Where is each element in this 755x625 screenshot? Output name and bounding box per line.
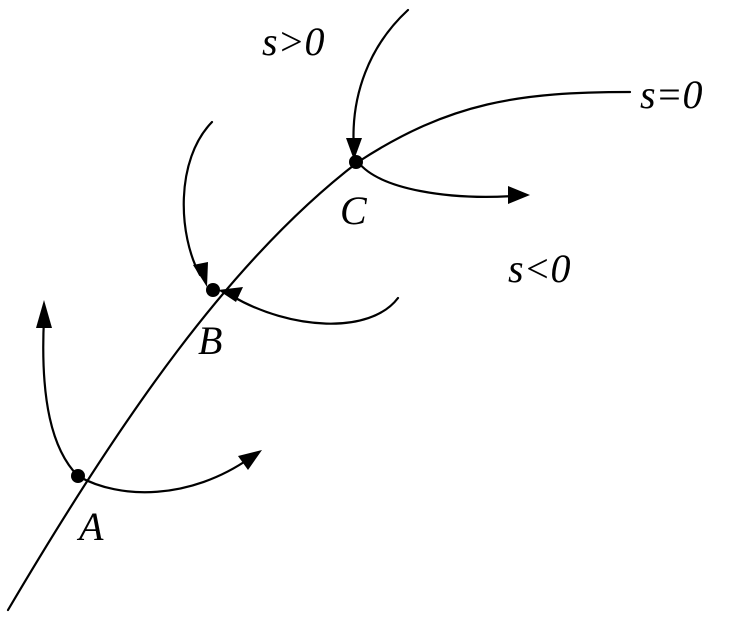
trajectory-b-from-right <box>230 294 400 325</box>
point-a-dot <box>71 469 85 483</box>
arrowhead-c-outward <box>508 186 530 204</box>
trajectory-c-from-above <box>352 8 410 152</box>
point-b-label: B <box>198 318 222 363</box>
point-c-label: C <box>340 188 368 233</box>
trajectory-a-rightward <box>76 456 252 494</box>
point-a-label: A <box>76 504 104 549</box>
switching-surface-curve <box>6 90 632 612</box>
positive-region-label: s>0 <box>262 19 325 64</box>
arrowhead-a-upward <box>36 300 52 328</box>
surface-label: s=0 <box>640 72 703 117</box>
negative-region-label: s<0 <box>508 246 571 291</box>
arrowhead-b-from-right <box>218 287 243 302</box>
arrowhead-c-from-above <box>346 138 362 160</box>
arrowhead-a-rightward <box>238 450 262 470</box>
arrowhead-b-from-above <box>193 262 208 287</box>
point-b-dot <box>206 283 220 297</box>
trajectory-c-outward <box>356 160 516 198</box>
point-c-dot <box>349 155 363 169</box>
trajectory-a-upward <box>42 316 80 478</box>
trajectory-b-from-above <box>182 120 214 277</box>
